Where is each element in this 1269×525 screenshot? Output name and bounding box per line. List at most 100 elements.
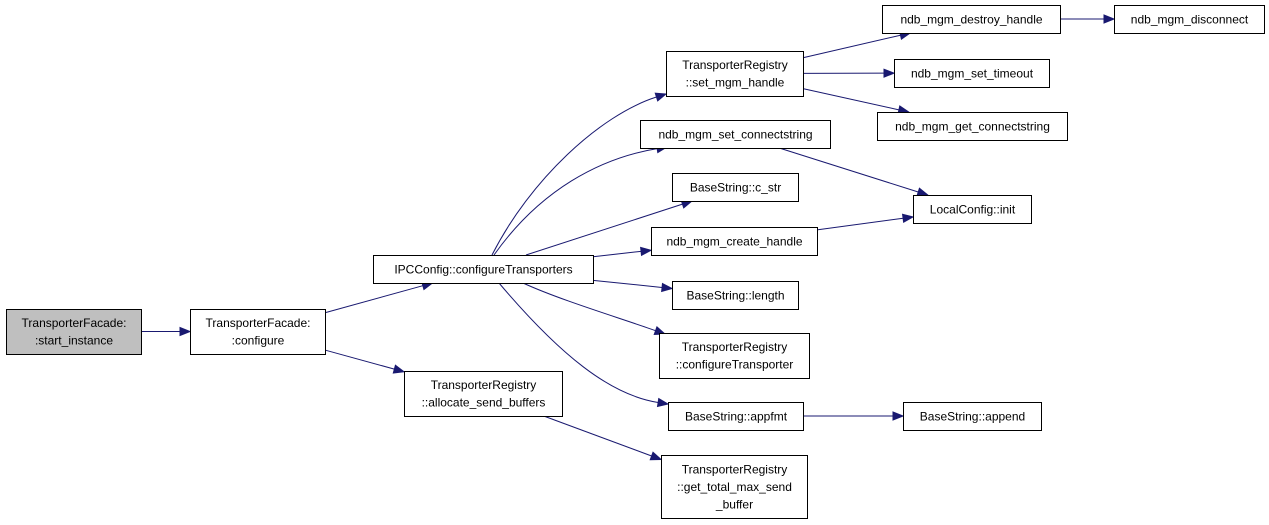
- edge-configure-to-configureTransporters-line: [324, 285, 423, 314]
- edge-create_handle-to-local_init-arrowhead: [901, 213, 915, 224]
- node-appfmt-label-0: BaseString::appfmt: [685, 409, 788, 423]
- node-configureTransporter-box: [659, 333, 810, 379]
- edge-set_connectstring-to-local_init-arrowhead: [916, 187, 930, 197]
- edge-allocate_send_buffers-to-get_total_max_send_buffer-line: [543, 415, 652, 457]
- node-set_timeout-label-0: ndb_mgm_set_timeout: [911, 66, 1034, 80]
- edge-set_mgm_handle-to-set_timeout: [802, 68, 896, 78]
- node-set_connectstring-box: [640, 120, 831, 149]
- node-get_connectstring-box: [877, 112, 1068, 141]
- node-get_connectstring[interactable]: ndb_mgm_get_connectstring: [877, 112, 1068, 141]
- edge-appfmt-to-append-arrowhead: [892, 411, 905, 421]
- node-configureTransporters[interactable]: IPCConfig::configureTransporters: [373, 255, 594, 284]
- node-disconnect[interactable]: ndb_mgm_disconnect: [1114, 5, 1265, 34]
- node-allocate_send_buffers-label-1: ::allocate_send_buffers: [422, 396, 546, 410]
- node-disconnect-label-0: ndb_mgm_disconnect: [1131, 12, 1249, 26]
- node-get_total_max_send_buffer-label-0: TransporterRegistry: [682, 462, 788, 476]
- node-configureTransporter[interactable]: TransporterRegistry::configureTransporte…: [659, 333, 810, 379]
- edge-destroy_handle-to-disconnect-arrowhead: [1103, 14, 1116, 24]
- node-destroy_handle-box: [882, 5, 1061, 34]
- node-get_total_max_send_buffer-label-2: _buffer: [715, 497, 753, 511]
- node-configure[interactable]: TransporterFacade::configure: [190, 309, 326, 355]
- node-get_connectstring-label-0: ndb_mgm_get_connectstring: [895, 119, 1050, 133]
- edge-configure-to-allocate_send_buffers: [324, 349, 406, 374]
- node-create_handle-box: [651, 227, 818, 256]
- call-graph-edges: [141, 14, 1116, 461]
- edge-destroy_handle-to-disconnect: [1060, 14, 1116, 24]
- node-local_init-box: [913, 195, 1032, 224]
- node-configureTransporter-label-1: ::configureTransporter: [676, 358, 794, 372]
- node-allocate_send_buffers-label-0: TransporterRegistry: [431, 378, 537, 392]
- node-allocate_send_buffers-box: [404, 371, 563, 417]
- node-length-box: [672, 281, 799, 310]
- node-c_str-box: [672, 173, 799, 202]
- node-get_total_max_send_buffer-box: [661, 455, 808, 519]
- node-local_init-label-0: LocalConfig::init: [930, 202, 1016, 216]
- edge-configureTransporters-to-create_handle: [592, 246, 653, 258]
- node-set_connectstring-label-0: ndb_mgm_set_connectstring: [658, 127, 812, 141]
- edge-configureTransporters-to-appfmt: [498, 282, 670, 408]
- edge-configureTransporters-to-length: [592, 279, 674, 293]
- edge-set_mgm_handle-to-get_connectstring-line: [802, 88, 900, 111]
- node-set_mgm_handle-label-1: ::set_mgm_handle: [686, 76, 785, 90]
- node-destroy_handle-label-0: ndb_mgm_destroy_handle: [900, 12, 1042, 26]
- edge-configureTransporters-to-length-line: [592, 279, 663, 288]
- edge-configureTransporters-to-set_connectstring: [493, 144, 669, 256]
- node-appfmt-box: [668, 402, 804, 431]
- edge-configure-to-allocate_send_buffers-line: [324, 349, 395, 370]
- edge-configureTransporters-to-set_connectstring-line: [493, 148, 658, 256]
- edge-start_instance-to-configure: [141, 326, 192, 337]
- edge-configureTransporters-to-appfmt-arrowhead: [656, 397, 670, 408]
- node-append-label-0: BaseString::append: [920, 409, 1025, 423]
- node-start_instance-box: [6, 309, 142, 355]
- edge-allocate_send_buffers-to-get_total_max_send_buffer-arrowhead: [649, 451, 663, 461]
- edge-set_connectstring-to-local_init-line: [779, 147, 919, 193]
- edge-create_handle-to-local_init-line: [816, 217, 904, 231]
- node-set_timeout[interactable]: ndb_mgm_set_timeout: [894, 59, 1050, 88]
- edge-configureTransporters-to-create_handle-arrowhead: [640, 246, 653, 257]
- node-create_handle[interactable]: ndb_mgm_create_handle: [651, 227, 818, 256]
- node-set_timeout-box: [894, 59, 1050, 88]
- edge-set_mgm_handle-to-destroy_handle-line: [802, 34, 901, 59]
- edge-set_mgm_handle-to-destroy_handle: [802, 30, 912, 59]
- node-destroy_handle[interactable]: ndb_mgm_destroy_handle: [882, 5, 1061, 34]
- node-start_instance[interactable]: TransporterFacade::start_instance: [6, 309, 142, 355]
- node-set_connectstring[interactable]: ndb_mgm_set_connectstring: [640, 120, 831, 149]
- node-start_instance-label-0: TransporterFacade:: [22, 316, 127, 330]
- edge-configureTransporters-to-set_mgm_handle: [491, 92, 668, 256]
- edge-configureTransporters-to-set_mgm_handle-arrowhead: [654, 92, 668, 102]
- node-c_str-label-0: BaseString::c_str: [690, 180, 781, 194]
- node-start_instance-label-1: :start_instance: [35, 334, 113, 348]
- edge-configureTransporters-to-configureTransporter-line: [522, 282, 656, 332]
- node-appfmt[interactable]: BaseString::appfmt: [668, 402, 804, 431]
- node-set_mgm_handle[interactable]: TransporterRegistry::set_mgm_handle: [666, 51, 804, 97]
- node-local_init[interactable]: LocalConfig::init: [913, 195, 1032, 224]
- node-set_mgm_handle-label-0: TransporterRegistry: [682, 58, 788, 72]
- node-configure-box: [190, 309, 326, 355]
- node-allocate_send_buffers[interactable]: TransporterRegistry::allocate_send_buffe…: [404, 371, 563, 417]
- edge-configureTransporters-to-appfmt-line: [498, 282, 659, 403]
- edge-configureTransporters-to-c_str-line: [525, 203, 683, 256]
- edge-configureTransporters-to-length-arrowhead: [661, 282, 674, 293]
- edge-set_mgm_handle-to-get_connectstring: [802, 88, 910, 115]
- edge-appfmt-to-append: [803, 411, 905, 421]
- edge-set_connectstring-to-local_init: [779, 147, 930, 197]
- node-length[interactable]: BaseString::length: [672, 281, 799, 310]
- call-graph-nodes: TransporterFacade::start_instanceTranspo…: [6, 5, 1265, 519]
- node-configureTransporters-label-0: IPCConfig::configureTransporters: [394, 262, 572, 276]
- node-configureTransporters-box: [373, 255, 594, 284]
- node-configure-label-0: TransporterFacade:: [206, 316, 311, 330]
- edge-create_handle-to-local_init: [816, 213, 915, 231]
- edge-configure-to-configureTransporters: [324, 281, 434, 314]
- node-get_total_max_send_buffer[interactable]: TransporterRegistry::get_total_max_send_…: [661, 455, 808, 519]
- node-configureTransporter-label-0: TransporterRegistry: [682, 340, 788, 354]
- node-append[interactable]: BaseString::append: [903, 402, 1042, 431]
- node-create_handle-label-0: ndb_mgm_create_handle: [666, 234, 802, 248]
- edge-configureTransporters-to-create_handle-line: [592, 250, 642, 258]
- node-get_total_max_send_buffer-label-1: ::get_total_max_send: [677, 480, 792, 494]
- node-set_mgm_handle-box: [666, 51, 804, 97]
- edge-configureTransporters-to-set_mgm_handle-line: [491, 96, 657, 256]
- edge-configure-to-allocate_send_buffers-arrowhead: [392, 364, 406, 374]
- node-length-label-0: BaseString::length: [686, 288, 784, 302]
- node-c_str[interactable]: BaseString::c_str: [672, 173, 799, 202]
